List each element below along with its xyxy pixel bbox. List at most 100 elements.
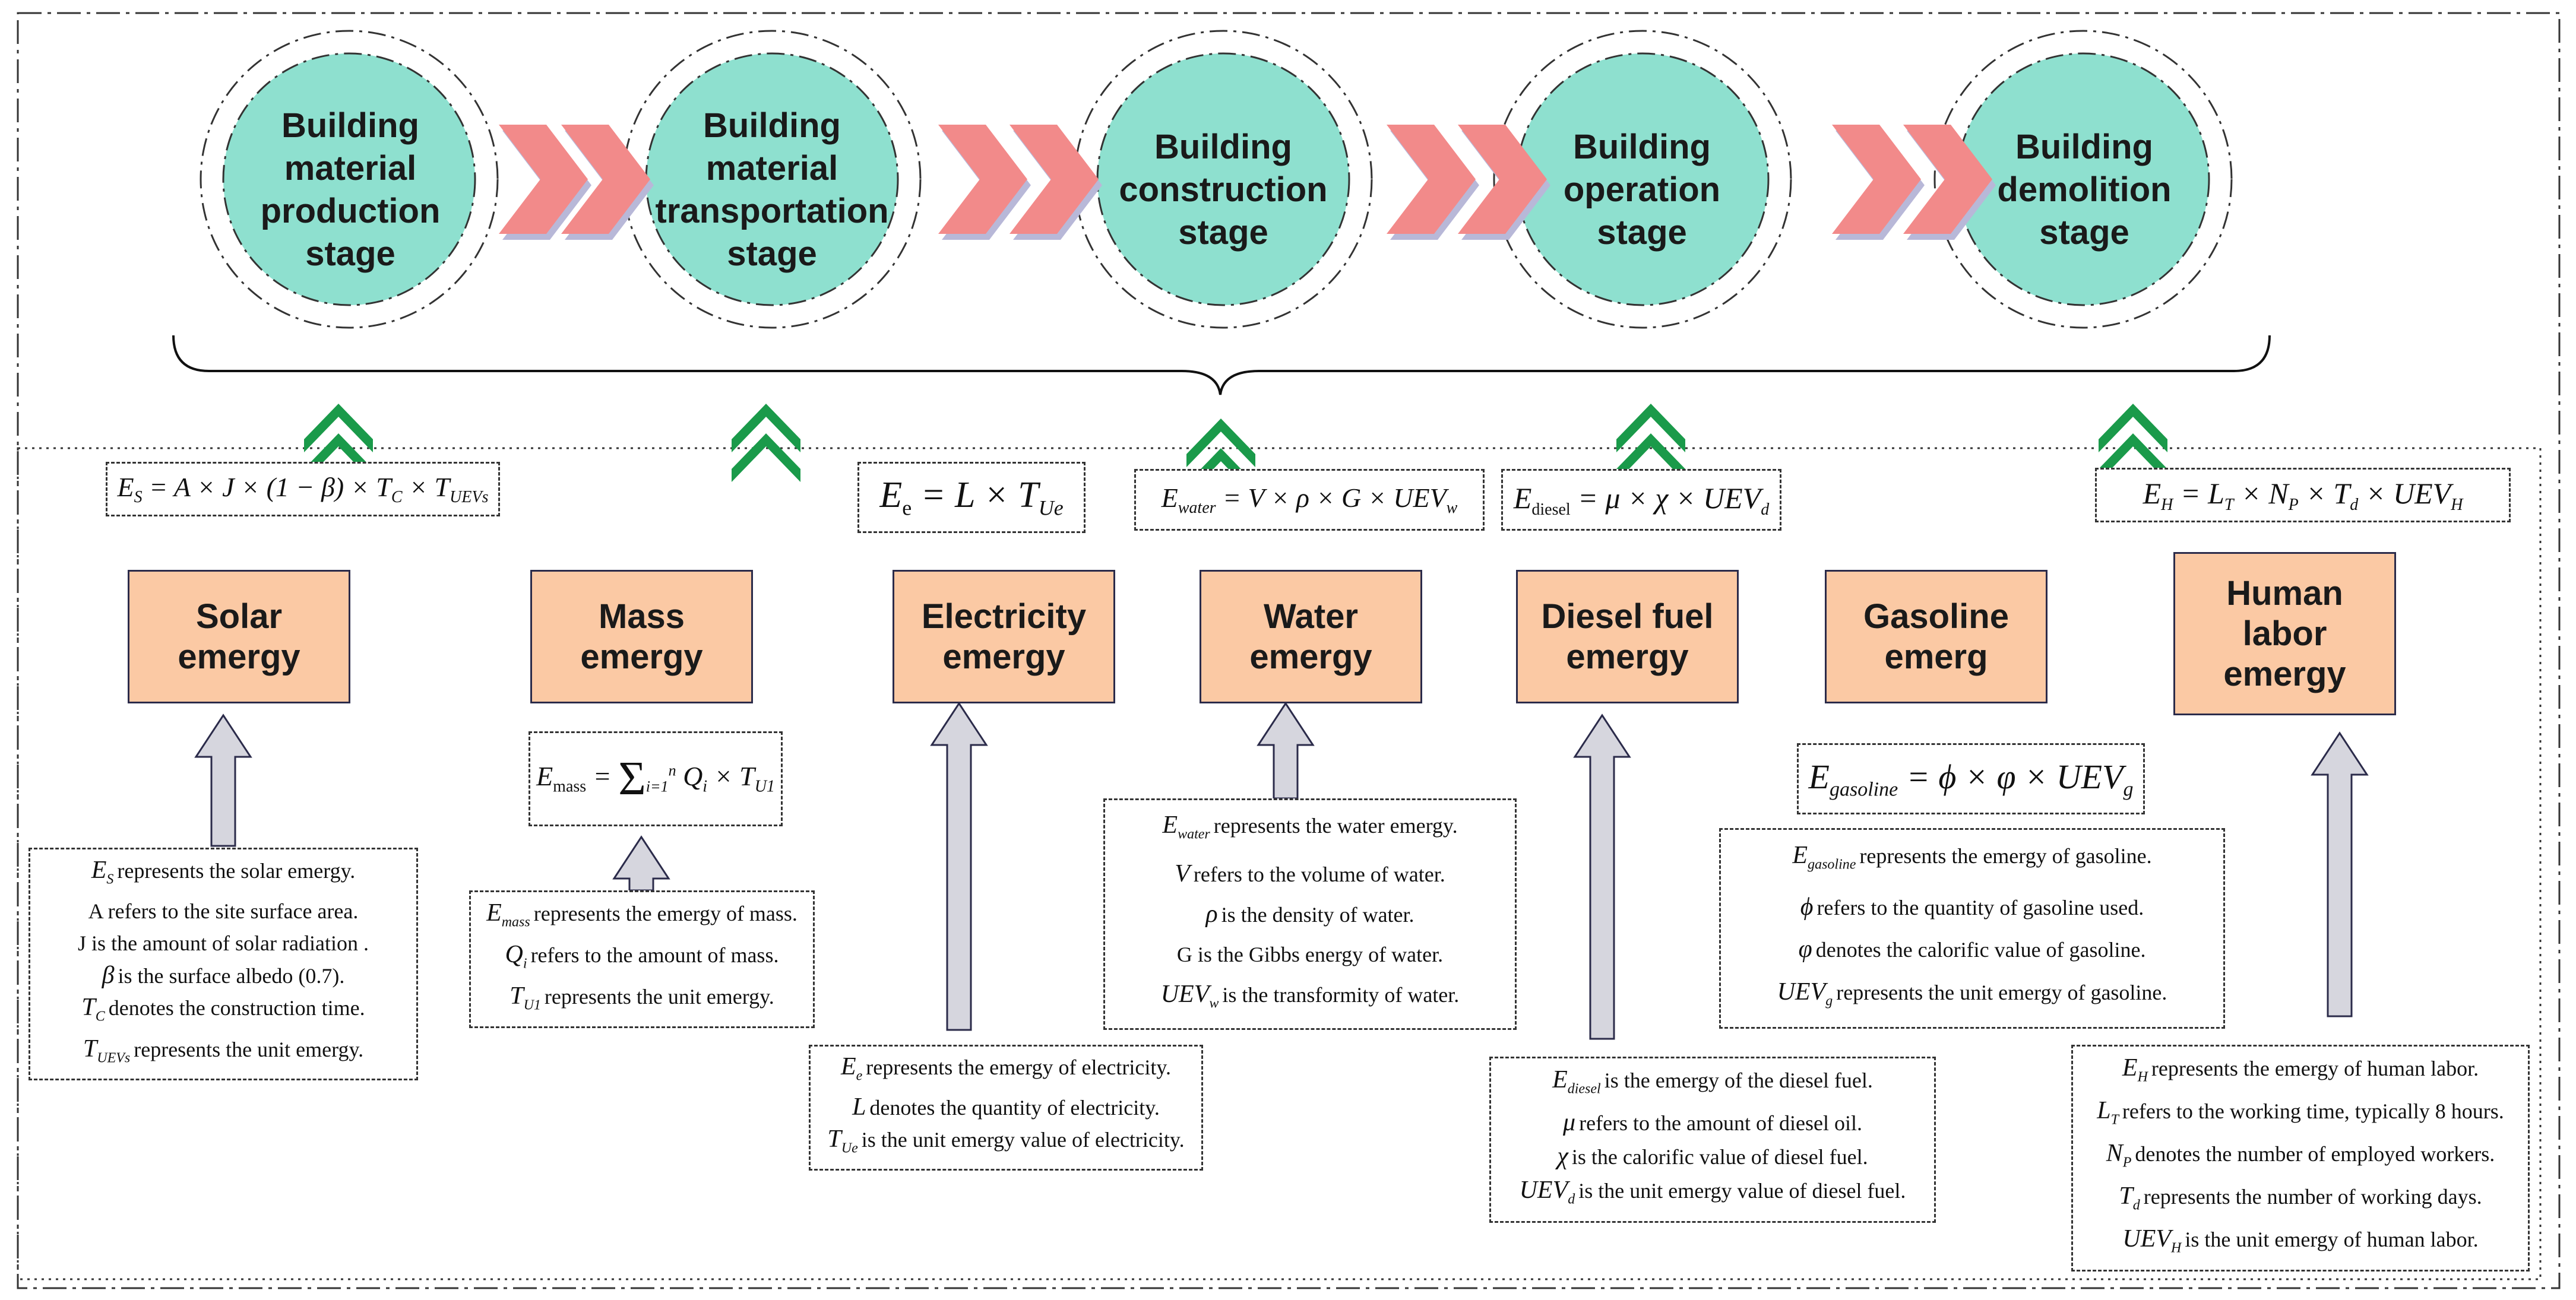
human-desc-text: is the unit emergy of human labor. [2185,1228,2479,1252]
water-desc-text: is the transformity of water. [1222,983,1460,1007]
mass-desc-text: represents the emergy of mass. [533,902,798,926]
stage-operation: Building operation stage [1563,128,1721,252]
solar-desc-text: denotes the construction time. [108,996,365,1020]
solar-desc-text: represents the unit emergy. [134,1037,364,1061]
human-desc-symbol: NP [2106,1140,2132,1171]
diesel-desc-text: is the unit emergy value of diesel fuel. [1578,1179,1906,1203]
formula-water: Ewater = V × ρ × G × UEVw [1134,469,1485,531]
solar-desc-symbol: ES [91,856,114,887]
mass-desc-symbol: Qi [505,941,527,972]
human-desc-text: refers to the working time, typically 8 … [2122,1099,2504,1124]
diesel-desc-text: is the emergy of the diesel fuel. [1604,1068,1873,1093]
formula-human: EH = LT × NP × Td × UEVH [2095,468,2511,522]
up-chevron-4-0 [2099,404,2167,452]
human-desc-symbol: Td [2119,1182,2140,1213]
electricity-desc-text: denotes the quantity of electricity. [869,1096,1160,1120]
emergy-human-labor: Human labor emergy [2173,552,2396,715]
human-desc-symbol: LT [2097,1097,2119,1128]
human-desc-symbol: EH [2122,1054,2148,1085]
water-desc-symbol: Ewater [1162,811,1210,842]
emergy-mass: Mass emergy [530,570,753,703]
emergy-diesel: Diesel fuel emergy [1516,570,1739,703]
gasoline-desc-symbol: Egasoline [1792,842,1856,873]
chevron-1-0 [938,125,1027,234]
solar-desc-text: A refers to the site surface area. [88,899,359,924]
diesel-desc-symbol: μ [1563,1108,1576,1136]
human-desc-symbol: UEVH [2122,1225,2182,1256]
bracket [172,335,2271,395]
up-arrow-5 [2311,731,2369,1017]
solar-desc-text: J is the amount of solar radiation . [78,931,369,955]
up-chevron-2-0 [1186,418,1255,467]
solar-desc-symbol: TC [81,994,105,1025]
mass-desc-symbol: TU1 [509,982,541,1013]
water-desc-symbol: UEVw [1160,981,1219,1012]
water-desc-symbol: ρ [1205,900,1218,928]
mass-desc-symbol: Emass [486,899,530,930]
up-chevron-4-1 [2099,433,2167,482]
stage-material-transportation: Building material transportation stage [655,106,889,273]
diesel-desc-symbol: Ediesel [1552,1066,1601,1097]
stage-outer-ring-0 [200,30,499,329]
up-chevron-1-0 [732,404,800,452]
formula-diesel: Ediesel = μ × χ × UEVd [1501,469,1781,531]
electricity-desc-symbol: Ee [840,1053,863,1084]
up-chevron-1-1 [732,433,800,482]
stage-material-production: Building material production stage [260,106,441,273]
human-desc-text: represents the number of working days. [2143,1185,2482,1209]
inner-dotted-frame [17,447,2542,1280]
chevron-1-1 [1009,125,1099,234]
stage-demolition: Building demolition stage [1997,128,2172,252]
chevron-3-0 [1832,125,1921,234]
up-arrow-0 [194,714,252,847]
chevron-0-1 [561,125,650,234]
chevron-2-0 [1387,125,1476,234]
formula-mass: Emass = Σi=1n Qi × TU1 [529,731,783,826]
solar-desc-line: J is the amount of solar radiation . [36,929,410,957]
emergy-electricity: Electricity emergy [893,570,1115,703]
mass-desc-text: represents the unit emergy. [544,985,774,1009]
solar-desc-symbol: β [102,961,115,989]
gasoline-desc-symbol: ϕ [1800,893,1814,921]
solar-desc-text: is the surface albedo (0.7). [118,963,345,988]
chevron-2-1 [1458,125,1547,234]
chevron-3-1 [1903,125,1992,234]
formula-solar: ES = A × J × (1 − β) × TC × TUEVs [106,462,500,516]
electricity-desc-symbol: TUe [827,1125,858,1156]
outer-frame [17,12,2561,1289]
up-arrow-2 [930,702,988,1031]
electricity-desc-text: represents the emergy of electricity. [866,1055,1172,1080]
gasoline-desc-symbol: UEVg [1777,978,1833,1009]
human-desc-text: represents the emergy of human labor. [2151,1057,2479,1081]
gasoline-desc-text: refers to the quantity of gasoline used. [1817,895,2144,919]
formula-electricity: Ee = L × TUe [857,462,1086,533]
formula-gasoline: Egasoline = ϕ × φ × UEVg [1797,743,2145,814]
